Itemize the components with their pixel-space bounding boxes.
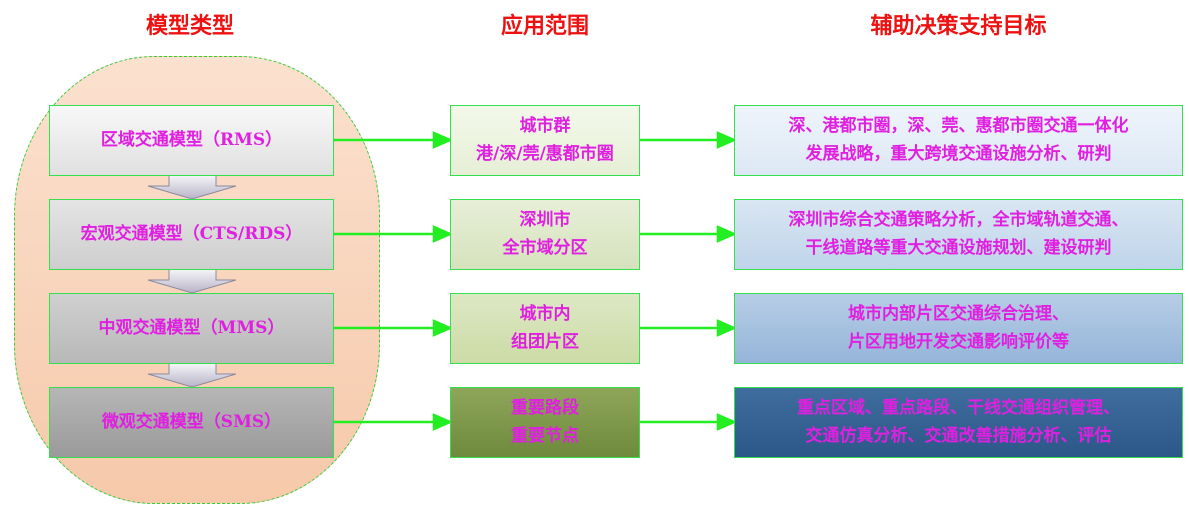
goal-line: 交通仿真分析、交通改善措施分析、评估: [805, 425, 1112, 446]
goal-line: 深圳市综合交通策略分析，全市域轨道交通、: [788, 210, 1129, 231]
model-label: 宏观交通模型（CTS/RDS）: [80, 223, 303, 244]
down-arrow-icon: [147, 362, 237, 388]
header-model-type: 模型类型: [145, 13, 234, 39]
goal-line: 干线道路等重大交通设施规划、建设研判: [805, 237, 1112, 258]
scope-line: 重要路段: [511, 398, 579, 419]
goal-line: 城市内部片区交通综合治理、: [848, 304, 1069, 325]
right-arrow-icon: [716, 225, 738, 243]
right-arrow-icon: [432, 131, 454, 149]
model-box-rms: 区域交通模型（RMS）: [49, 105, 334, 176]
model-box-mms: 中观交通模型（MMS）: [49, 293, 334, 364]
goal-box-cts-rds: 深圳市综合交通策略分析，全市域轨道交通、 干线道路等重大交通设施规划、建设研判: [734, 199, 1183, 270]
right-arrow-icon: [716, 131, 738, 149]
scope-line: 深圳市: [519, 210, 571, 231]
model-label: 微观交通模型（SMS）: [101, 411, 282, 432]
scope-line: 城市群: [519, 116, 571, 137]
scope-line: 全市域分区: [502, 237, 588, 258]
goal-box-sms: 重点区域、重点路段、干线交通组织管理、 交通仿真分析、交通改善措施分析、评估: [734, 387, 1183, 458]
goal-line: 深、港都市圈，深、莞、惠都市圈交通一体化: [788, 116, 1129, 137]
right-arrow-icon: [432, 413, 454, 431]
right-arrow-icon: [716, 319, 738, 337]
scope-box-cts-rds: 深圳市 全市域分区: [450, 199, 640, 270]
scope-line: 城市内: [519, 304, 571, 325]
goal-box-mms: 城市内部片区交通综合治理、 片区用地开发交通影响评价等: [734, 293, 1183, 364]
right-arrow-icon: [716, 413, 738, 431]
model-box-cts-rds: 宏观交通模型（CTS/RDS）: [49, 199, 334, 270]
goal-line: 片区用地开发交通影响评价等: [848, 331, 1069, 352]
header-scope: 应用范围: [500, 13, 589, 39]
scope-line: 港/深/莞/惠都市圈: [476, 143, 614, 164]
scope-box-mms: 城市内 组团片区: [450, 293, 640, 364]
header-goal: 辅助决策支持目标: [870, 13, 1047, 39]
model-box-sms: 微观交通模型（SMS）: [49, 387, 334, 458]
goal-line: 重点区域、重点路段、干线交通组织管理、: [797, 398, 1120, 419]
goal-box-rms: 深、港都市圈，深、莞、惠都市圈交通一体化 发展战略，重大跨境交通设施分析、研判: [734, 105, 1183, 176]
scope-box-sms: 重要路段 重要节点: [450, 387, 640, 458]
right-arrow-icon: [432, 225, 454, 243]
goal-line: 发展战略，重大跨境交通设施分析、研判: [805, 143, 1112, 164]
scope-line: 组团片区: [511, 331, 579, 352]
scope-line: 重要节点: [511, 425, 579, 446]
model-label: 中观交通模型（MMS）: [98, 317, 285, 338]
scope-box-rms: 城市群 港/深/莞/惠都市圈: [450, 105, 640, 176]
model-label: 区域交通模型（RMS）: [100, 129, 283, 150]
right-arrow-icon: [432, 319, 454, 337]
down-arrow-icon: [147, 268, 237, 294]
down-arrow-icon: [147, 174, 237, 200]
